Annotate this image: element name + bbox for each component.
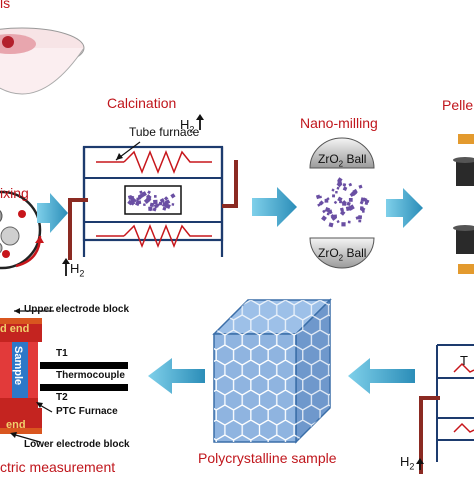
lower-electrode-block-label: Lower electrode block xyxy=(24,439,130,450)
polycrystalline-cube-icon xyxy=(212,298,332,444)
nano-milling-icon xyxy=(309,137,375,269)
particle xyxy=(365,199,370,204)
process-arrow-4 xyxy=(348,358,415,394)
measurement-setup-icon xyxy=(0,308,128,443)
particle xyxy=(143,203,146,207)
h2-bottom-label: H2 xyxy=(70,261,85,279)
electric-measurement-label: ctric measurement xyxy=(0,459,116,475)
t2-label: T2 xyxy=(56,392,68,403)
particle xyxy=(347,220,351,224)
mixing-label: ixing xyxy=(0,185,29,201)
particle xyxy=(359,206,364,210)
particle xyxy=(355,216,360,220)
particle xyxy=(171,203,175,206)
particle xyxy=(322,209,326,214)
particle xyxy=(348,198,353,202)
top-left-partial-label: ls xyxy=(0,0,11,11)
particle xyxy=(335,190,338,194)
nano-milling-label: Nano-milling xyxy=(300,115,378,131)
particle xyxy=(337,196,343,202)
particle xyxy=(333,200,338,205)
process-arrow-1 xyxy=(37,193,68,233)
zro2-ball-top-label: ZrO2 Ball xyxy=(318,152,367,169)
polycrystalline-sample-label: Polycrystalline sample xyxy=(198,450,337,466)
particle xyxy=(324,198,329,203)
particle xyxy=(159,198,165,204)
particle xyxy=(148,208,153,212)
end-bottom-label: end xyxy=(6,419,26,431)
particle xyxy=(147,190,152,195)
particle xyxy=(149,202,155,208)
particle xyxy=(156,203,160,207)
mixing-jar-icon xyxy=(0,190,44,270)
particle xyxy=(358,215,363,220)
ptc-furnace-label: PTC Furnace xyxy=(56,406,118,417)
particle xyxy=(336,220,340,224)
particle xyxy=(358,184,363,189)
zro2-ball-bottom-label: ZrO2 Ball xyxy=(318,246,367,263)
sintering-furnace-icon xyxy=(416,344,474,474)
t-right-partial-label: T xyxy=(460,353,468,368)
upper-electrode-block-label: Upper electrode block xyxy=(24,304,130,315)
particle xyxy=(315,194,321,200)
particle xyxy=(137,200,142,205)
particle xyxy=(143,197,150,204)
particle xyxy=(136,197,140,201)
h2-top-label: H2 xyxy=(180,117,195,135)
t1-label: T1 xyxy=(56,348,68,359)
particle xyxy=(162,206,167,211)
particle xyxy=(342,183,347,187)
particle xyxy=(329,210,333,215)
particle xyxy=(362,197,368,203)
particle xyxy=(324,206,331,213)
particle xyxy=(154,195,157,198)
particle xyxy=(346,201,351,206)
process-arrow-3 xyxy=(386,188,423,228)
particle xyxy=(337,177,343,183)
particle xyxy=(170,193,176,199)
particle xyxy=(154,200,157,203)
particle xyxy=(319,195,322,199)
particle xyxy=(349,192,355,197)
particle xyxy=(130,197,136,203)
tube-furnace-label: Tube furnace xyxy=(129,125,200,139)
process-arrow-5 xyxy=(148,358,205,394)
process-arrow-2 xyxy=(252,187,297,227)
particle xyxy=(319,202,323,206)
particle xyxy=(330,213,335,219)
particle xyxy=(336,186,340,190)
particle xyxy=(341,222,346,227)
particle xyxy=(339,210,346,216)
particle xyxy=(138,195,141,198)
particle xyxy=(164,200,168,205)
pellet-press-icon xyxy=(453,134,474,274)
particle xyxy=(342,186,348,192)
particle xyxy=(341,200,347,206)
particle xyxy=(331,188,335,192)
particle xyxy=(328,222,334,228)
sample-label: Sample xyxy=(12,346,24,386)
particle xyxy=(359,200,364,205)
particle xyxy=(326,212,330,216)
pellet-label: Pelle xyxy=(442,97,474,113)
particle xyxy=(127,194,133,200)
particle xyxy=(321,215,327,222)
particle xyxy=(141,191,147,197)
mixing-bowl-icon xyxy=(0,27,85,95)
particle xyxy=(348,182,353,187)
particle xyxy=(358,219,362,223)
particle xyxy=(348,204,355,211)
particle xyxy=(163,196,169,201)
particle xyxy=(339,207,345,212)
calcination-label: Calcination xyxy=(107,95,177,111)
d-end-top-label: d end xyxy=(0,323,30,335)
particle xyxy=(165,203,171,210)
thermocouple-label: Thermocouple xyxy=(56,370,125,381)
tube-furnace-icon xyxy=(62,114,238,276)
h2-right-label: H2 xyxy=(400,454,415,472)
particle xyxy=(332,194,336,198)
